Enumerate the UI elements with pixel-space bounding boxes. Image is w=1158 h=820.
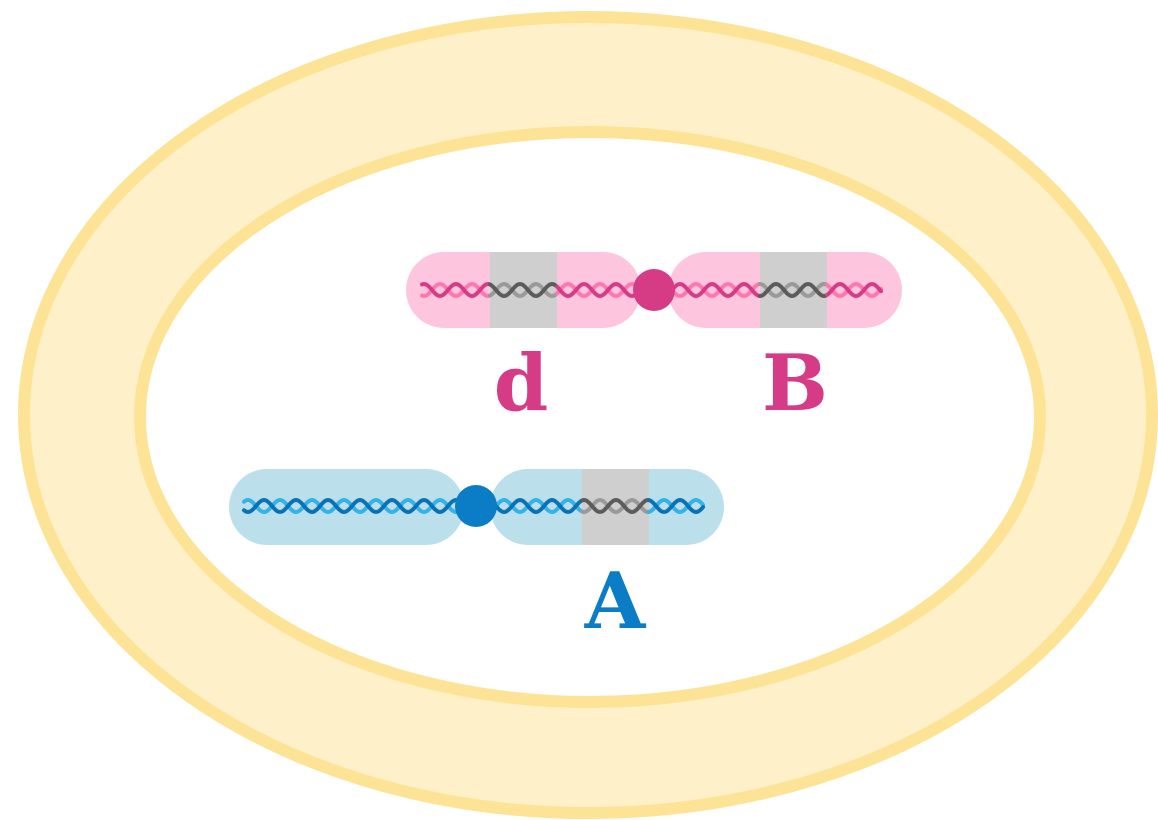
dna-strand bbox=[825, 281, 883, 298]
dna-strand bbox=[555, 281, 642, 299]
chromosome-arm-left bbox=[229, 469, 464, 545]
dna-strand bbox=[555, 281, 642, 299]
chromosome-pink bbox=[406, 252, 902, 328]
dna-strand bbox=[488, 497, 584, 515]
allele-label-a: A bbox=[584, 556, 647, 647]
dna-strand bbox=[488, 281, 558, 298]
centromere-pink bbox=[633, 269, 675, 311]
dna-strand bbox=[758, 281, 828, 298]
dna-strand bbox=[488, 497, 584, 515]
gene-band-d bbox=[490, 252, 557, 328]
centromere-blue bbox=[455, 485, 497, 527]
dna-strand bbox=[420, 281, 492, 299]
allele-label-b: B bbox=[762, 338, 828, 429]
dna-helix-pink bbox=[420, 281, 883, 299]
dna-strand bbox=[580, 498, 650, 515]
dna-strand bbox=[666, 281, 762, 299]
chromosome-blue bbox=[229, 469, 724, 545]
allele-label-d: d bbox=[494, 338, 549, 429]
dna-strand bbox=[242, 497, 465, 515]
dna-strand bbox=[647, 497, 705, 514]
dna-strand bbox=[242, 497, 465, 515]
dna-strand bbox=[666, 281, 762, 299]
dna-strand bbox=[647, 498, 705, 515]
dna-helix-blue bbox=[242, 497, 705, 515]
dna-strand bbox=[825, 282, 883, 299]
